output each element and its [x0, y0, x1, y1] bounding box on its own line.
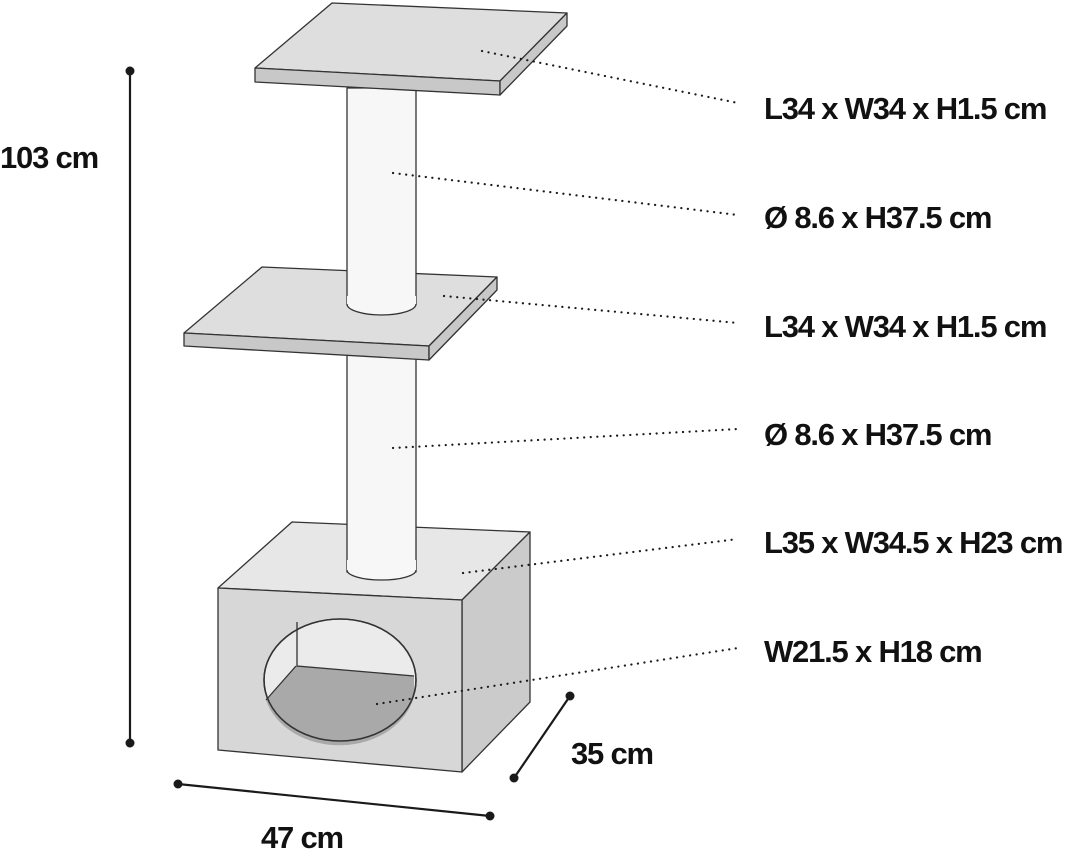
width-dimension — [173, 779, 495, 821]
top-platform — [254, 2, 568, 96]
leader-lines — [375, 49, 740, 706]
opening-floor-edge — [265, 665, 297, 701]
lower-post — [346, 349, 417, 581]
width-dimension-end-right — [485, 811, 495, 821]
width-dimension-end-left — [173, 779, 183, 789]
leader-top-platform — [480, 49, 740, 105]
upper-post-body — [346, 87, 417, 306]
depth-dimension — [509, 691, 575, 783]
overall-height-label: 103 cm — [0, 140, 98, 175]
middle-platform — [183, 266, 498, 361]
opening-floor — [266, 666, 414, 746]
leader-upper-post — [391, 171, 740, 217]
label-middle-platform: L34 x W34 x H1.5 cm — [764, 309, 1046, 344]
depth-dimension-end-top — [565, 691, 575, 701]
lower-post-bottom-curve — [346, 569, 417, 581]
label-box-opening: W21.5 x H18 cm — [764, 634, 982, 669]
label-base-box: L35 x W34.5 x H23 cm — [764, 525, 1062, 560]
lower-post-bottom — [347, 560, 416, 580]
opening-inner-edge — [296, 622, 415, 677]
overall-width-label: 47 cm — [261, 820, 343, 855]
lower-post-body — [346, 349, 417, 573]
overall-depth-label: 35 cm — [571, 736, 653, 771]
leader-lower-post — [391, 427, 740, 450]
middle-platform-side — [428, 276, 498, 361]
label-upper-post: Ø 8.6 x H37.5 cm — [764, 200, 991, 235]
height-dimension-end-top — [125, 66, 135, 76]
box-opening — [263, 618, 417, 746]
component-labels: L34 x W34 x H1.5 cm Ø 8.6 x H37.5 cm L34… — [764, 91, 1063, 669]
upper-post — [346, 87, 417, 316]
label-top-platform: L34 x W34 x H1.5 cm — [764, 91, 1046, 126]
leader-box-opening — [375, 646, 740, 706]
height-dimension — [125, 66, 135, 748]
top-platform-side — [499, 12, 568, 96]
height-dimension-end-bottom — [125, 738, 135, 748]
width-dimension-line — [177, 782, 491, 818]
opening-rim — [263, 618, 417, 742]
depth-dimension-end-bottom — [509, 773, 519, 783]
depth-dimension-line — [513, 695, 571, 779]
upper-post-bottom-curve — [346, 303, 417, 316]
label-lower-post: Ø 8.6 x H37.5 cm — [764, 417, 991, 452]
base-box — [217, 521, 531, 773]
leader-base-box — [461, 537, 740, 575]
upper-post-bottom — [347, 296, 416, 315]
